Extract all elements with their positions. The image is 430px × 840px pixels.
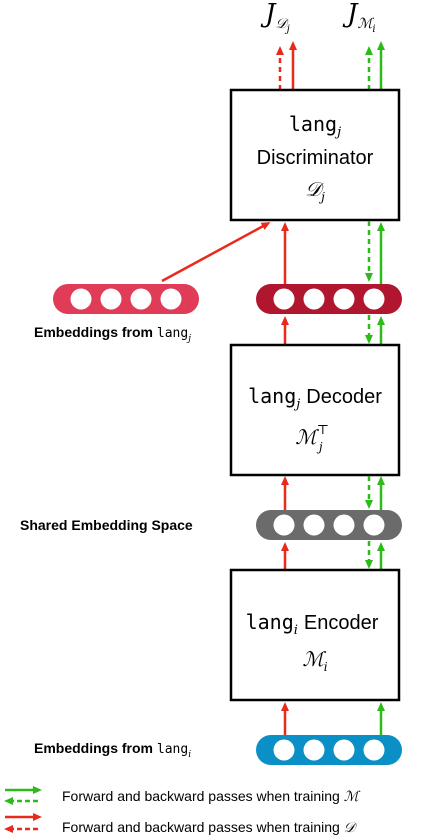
discriminator-box: langj Discriminator 𝒟j [229, 88, 401, 222]
target-embeddings-pill [53, 284, 199, 314]
legend-red-text: Forward and backward passes when trainin… [62, 819, 358, 836]
decoded-embeddings-pill [256, 284, 402, 314]
shared-space-label: Shared Embedding Space [20, 517, 193, 533]
shared-embeddings-pill [256, 510, 402, 540]
discriminator-loss-label: J𝒟j [260, 0, 290, 35]
discriminator-lang-label: langj [289, 112, 341, 140]
mapping-loss-label: Jℳi [342, 0, 376, 35]
source-embeddings-label: Embeddings from langi [34, 740, 191, 760]
discriminator-title: Discriminator [257, 147, 374, 169]
source-embeddings-pill [256, 735, 402, 765]
encoder-symbol: ℳi [302, 647, 327, 674]
target-embeddings-to-discriminator-arrow [161, 222, 271, 283]
discriminator-symbol: 𝒟j [305, 177, 325, 204]
legend-green-icon [4, 786, 42, 805]
decoder-symbol: ℳ⊤j [295, 423, 329, 454]
legend-red-icon [4, 813, 42, 833]
target-embeddings-label: Embeddings from langj [34, 324, 191, 344]
legend-green-text: Forward and backward passes when trainin… [62, 788, 361, 805]
